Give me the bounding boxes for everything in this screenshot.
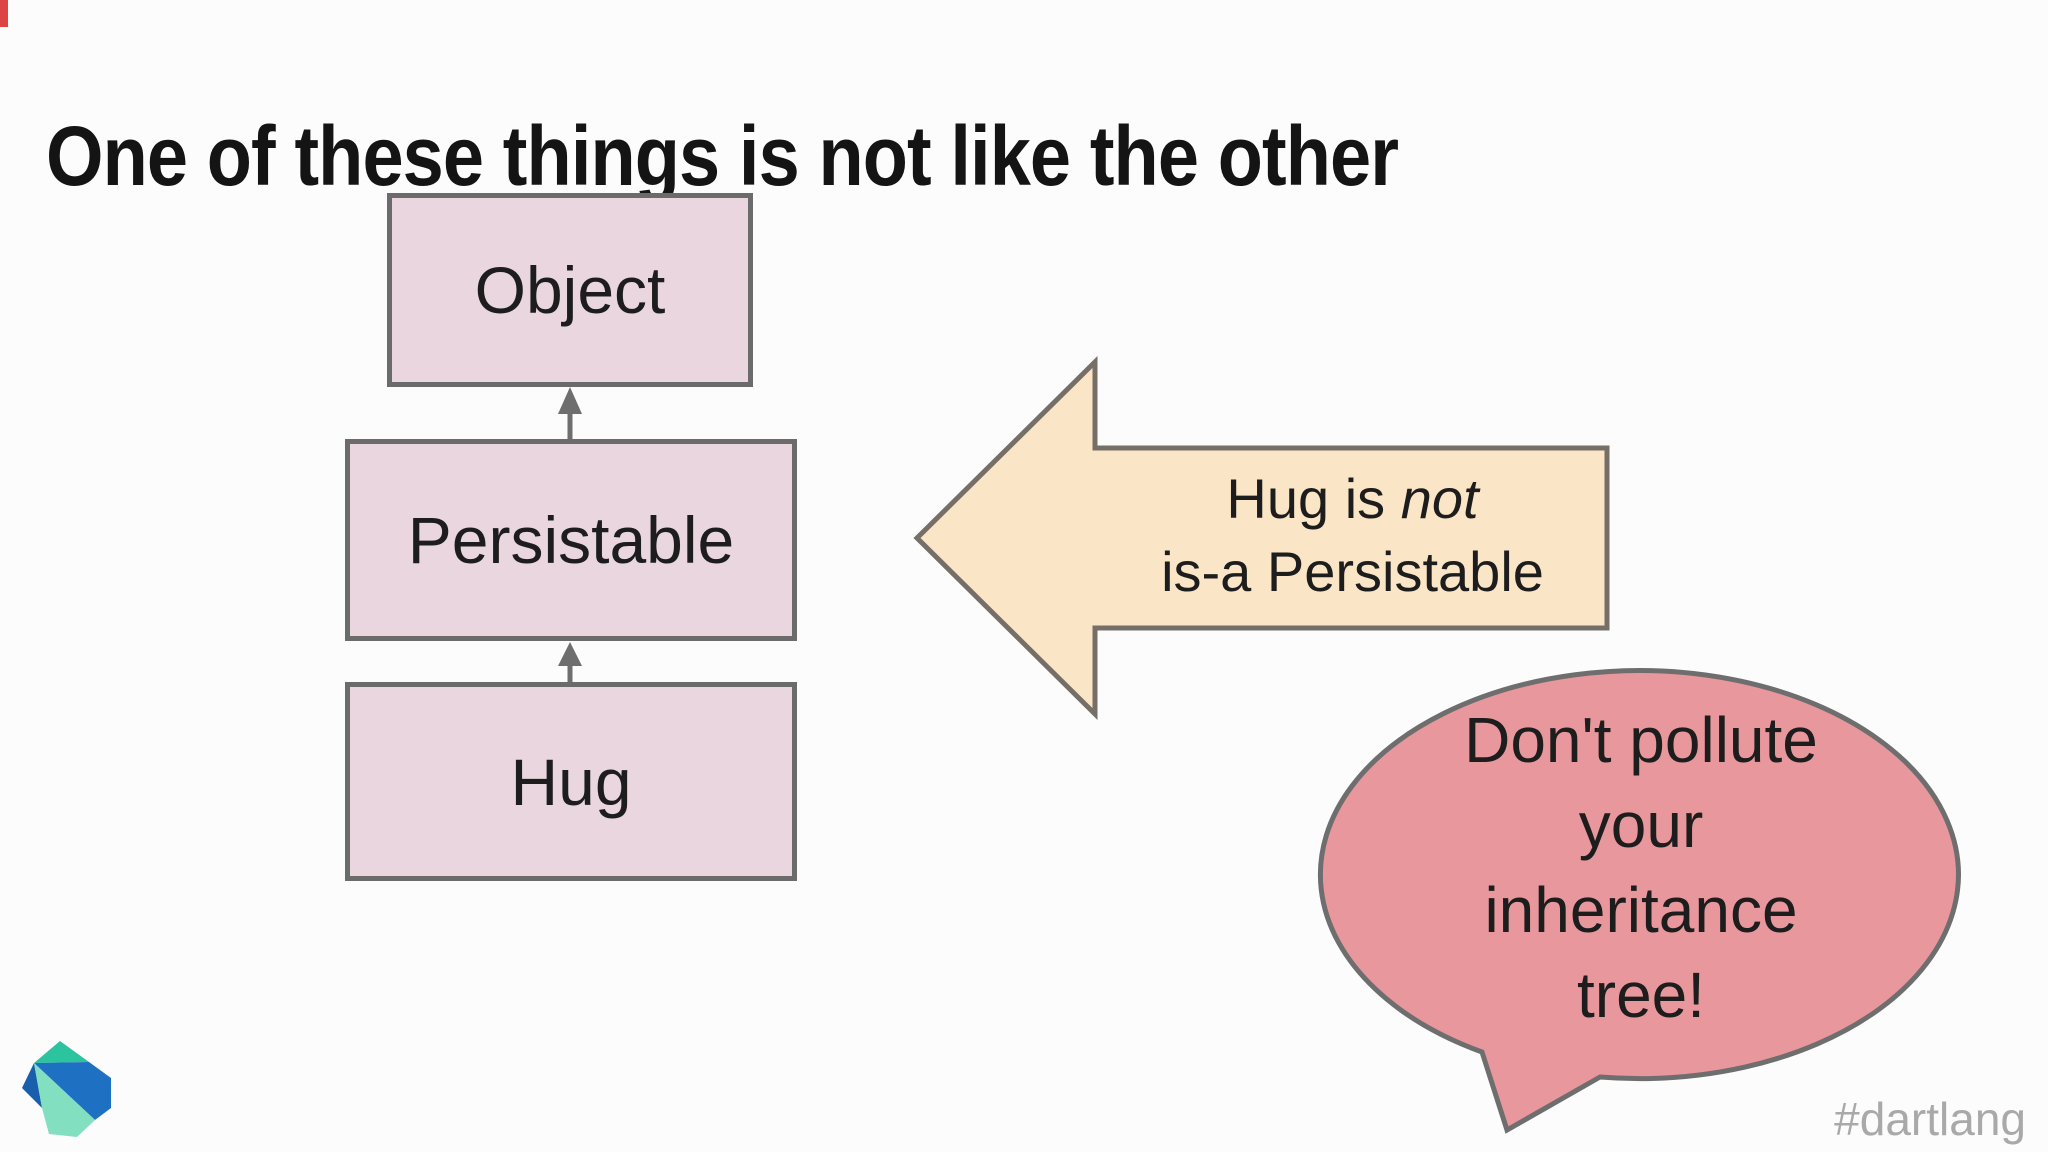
class-box-persistable: Persistable — [345, 439, 797, 641]
bubble-line: Don't pollute — [1464, 704, 1818, 776]
left-arrow-callout-shape — [913, 356, 1610, 720]
bubble-line: inheritance — [1484, 874, 1798, 946]
class-box-hug-label: Hug — [510, 744, 632, 819]
class-box-hug: Hug — [345, 682, 797, 881]
class-box-object-label: Object — [474, 253, 666, 327]
dart-logo-icon — [22, 1041, 111, 1137]
callout-line-2: is-a Persistable — [1161, 540, 1544, 603]
hashtag-label: #dartlang — [1834, 1093, 2026, 1145]
up-arrow-icon — [558, 387, 582, 439]
class-box-persistable-label: Persistable — [407, 503, 735, 577]
page-title: One of these things is not like the othe… — [46, 109, 1399, 204]
callout-text: Hug is not is-a Persistable — [1100, 462, 1605, 608]
corner-marker — [0, 0, 8, 27]
class-box-object: Object — [387, 193, 753, 387]
bubble-line: tree! — [1576, 959, 1706, 1031]
bubble-line: your — [1578, 789, 1704, 861]
callout-emphasis: not — [1400, 467, 1479, 530]
speech-bubble-shape — [1317, 668, 1961, 1134]
callout-line-1: Hug is not — [1226, 467, 1479, 530]
up-arrow-icon — [558, 642, 582, 682]
speech-bubble-text: Don't pollute your inheritance tree! — [1341, 698, 1941, 1038]
